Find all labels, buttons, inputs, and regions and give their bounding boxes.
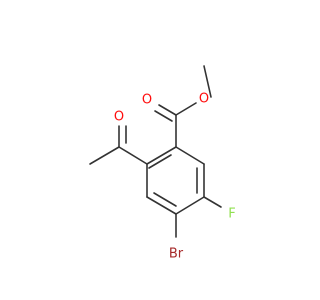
bond-ring-c3-c4-inner: [153, 192, 177, 207]
atom-label-ester-carbonyl-oxygen: O: [142, 93, 152, 108]
bond-ester-carbonyl-double-1: [158, 104, 177, 116]
bond-ring-c6-c1: [175, 146, 205, 165]
bond-ester-carbon-oxygen: [175, 102, 197, 116]
bond-ester-oxygen-methyl: [203, 65, 212, 98]
bond-ring-c4-c5: [175, 196, 205, 215]
bond-ring-c1-c2: [146, 146, 177, 165]
bond-ester-carbonyl-double-2: [154, 110, 173, 122]
ester-group: [154, 65, 212, 148]
benzene-ring: [146, 146, 205, 215]
atom-label-bromine: Br: [169, 247, 184, 262]
bond-c5-fluorine: [203, 196, 222, 208]
atom-label-ester-oxygen: O: [199, 92, 209, 107]
bond-ring-c3-c4: [146, 196, 177, 215]
molecule-structure-diagram: O O O F Br: [89, 65, 236, 262]
bond-acetyl-methyl: [89, 146, 120, 165]
bond-c2-acetyl-carbon: [118, 146, 148, 165]
atom-label-acetyl-oxygen: O: [114, 110, 124, 125]
atom-label-fluorine: F: [228, 207, 235, 222]
acetyl-group: [89, 125, 148, 165]
bond-ring-c1-c2-inner: [148, 154, 172, 169]
